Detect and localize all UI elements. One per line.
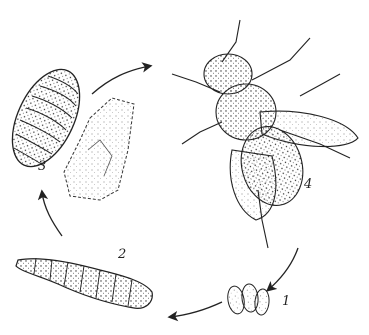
- arrow-egg-to-larva: [170, 302, 222, 317]
- arrow-larva-to-pupa: [42, 192, 62, 236]
- egg-cluster-illustration: [226, 283, 270, 315]
- stage-label-larva: 2: [117, 247, 126, 262]
- arrow-adult-to-egg: [268, 248, 298, 290]
- adult-fly-illustration: [172, 20, 358, 248]
- stage-label-egg: 1: [282, 294, 290, 309]
- stage-label-adult: 4: [303, 177, 312, 192]
- larva-illustration: [16, 258, 152, 308]
- arrow-pupa-to-adult: [92, 66, 150, 94]
- stage-label-pupa: 3: [38, 159, 46, 174]
